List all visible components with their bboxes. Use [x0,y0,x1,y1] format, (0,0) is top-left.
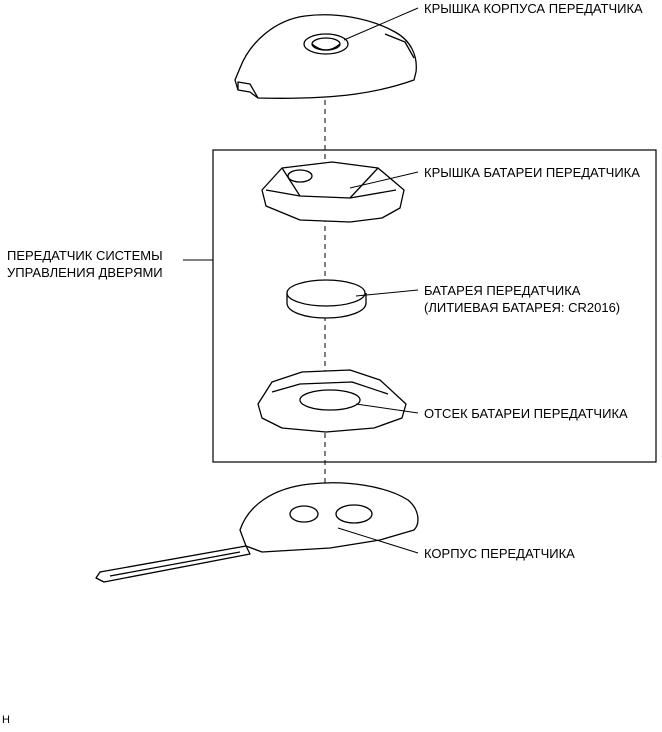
leader-compartment [355,403,419,414]
battery-cover-part [261,161,405,223]
label-line: УПРАВЛЕНИЯ ДВЕРЯМИ [7,265,163,280]
case-cover-part [234,14,417,99]
label-transmitter-case-cover: КРЫШКА КОРПУСА ПЕРЕДАТЧИКА [424,1,643,16]
leader-battery-cover [349,171,419,189]
label-transmitter-battery-cover: КРЫШКА БАТАРЕИ ПЕРЕДАТЧИКА [424,165,640,180]
label-transmitter-housing: КОРПУС ПЕРЕДАТЧИКА [424,546,575,561]
coin-battery-part [286,279,367,319]
label-transmitter-battery: БАТАРЕЯ ПЕРЕДАТЧИКА (ЛИТИЕВАЯ БАТАРЕЯ: C… [424,282,620,316]
label-line: (ЛИТИЕВАЯ БАТАРЕЯ: CR2016) [424,300,621,315]
battery-compartment-part [257,369,407,433]
leader-case-cover [343,7,419,41]
leader-housing [337,527,419,554]
transmitter-group-frame [212,149,657,463]
leader-battery [355,289,419,297]
label-door-control-transmitter: ПЕРЕДАТЧИК СИСТЕМЫ УПРАВЛЕНИЯ ДВЕРЯМИ [7,247,163,281]
label-transmitter-battery-compartment: ОТСЕК БАТАРЕИ ПЕРЕДАТЧИКА [424,406,628,421]
figure-code: H [2,714,10,726]
label-line: БАТАРЕЯ ПЕРЕДАТЧИКА [424,283,581,298]
transmitter-housing-part [95,482,419,583]
label-line: ПЕРЕДАТЧИК СИСТЕМЫ [7,248,163,263]
